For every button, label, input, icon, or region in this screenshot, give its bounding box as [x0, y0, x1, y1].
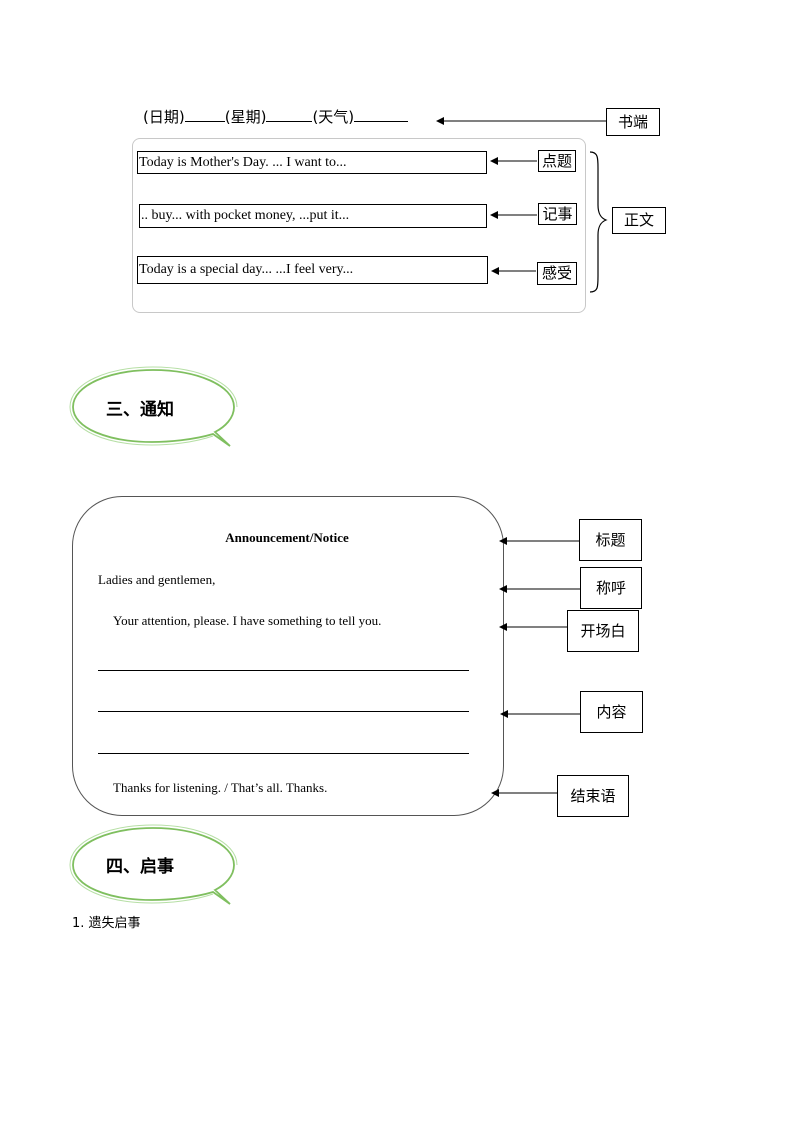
notice-label-opening: 开场白: [567, 610, 639, 652]
notice-label-salutation: 称呼: [580, 567, 642, 609]
sentence-label-2: 记事: [538, 203, 577, 225]
date-label: (日期): [143, 108, 185, 126]
header-label-box: 书端: [606, 108, 660, 136]
sentence-label-3: 感受: [537, 262, 577, 285]
notice-content-line-3: [98, 753, 469, 754]
sentence-label-1: 点题: [538, 150, 576, 172]
section3-title: 三、通知: [106, 400, 174, 420]
weekday-label: (星期): [224, 108, 267, 126]
notice-closing: Thanks for listening. / That’s all. Than…: [113, 780, 328, 795]
list-item-1: 1. 遗失启事: [72, 916, 141, 931]
notice-label-title: 标题: [579, 519, 642, 561]
diary-header: (日期) (星期) (天气): [143, 106, 409, 127]
weekday-blank: [266, 107, 313, 122]
weather-blank: [354, 107, 409, 122]
sentence-box-1: Today is Mother's Day. ... I want to...: [137, 151, 487, 174]
notice-label-closing: 结束语: [557, 775, 629, 817]
diary-body-container: [132, 138, 586, 313]
body-brace: [589, 151, 608, 293]
notice-opening: Your attention, please. I have something…: [113, 613, 382, 628]
body-label-box: 正文: [612, 207, 666, 234]
section4-title: 四、启事: [106, 857, 174, 877]
notice-title: Announcement/Notice: [225, 530, 349, 545]
weather-label: (天气): [312, 108, 355, 126]
sentence-box-3: Today is a special day... ...I feel very…: [137, 256, 488, 284]
notice-content-line-2: [98, 711, 469, 712]
speech-bubble-section3: [69, 366, 238, 447]
date-blank: [184, 107, 225, 122]
sentence-box-2: .. buy... with pocket money, ...put it..…: [139, 204, 487, 228]
notice-label-content: 内容: [580, 691, 643, 733]
notice-card: [72, 496, 504, 816]
notice-content-line-1: [98, 670, 469, 671]
notice-salutation: Ladies and gentlemen,: [98, 572, 216, 587]
speech-bubble-section4: [69, 824, 238, 905]
